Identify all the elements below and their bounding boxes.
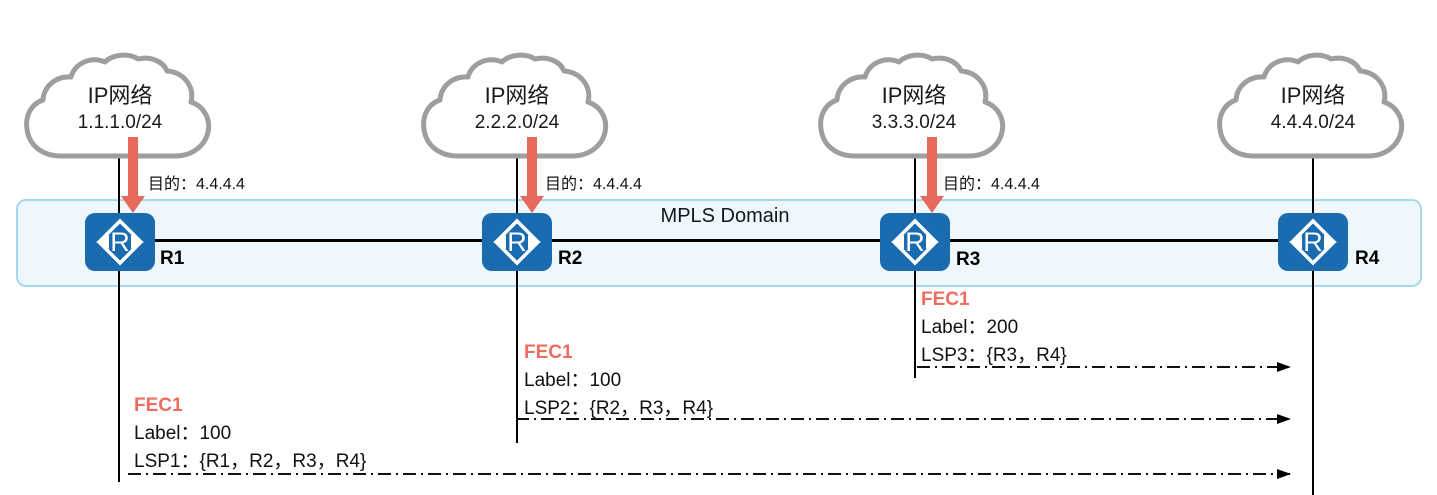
cloud-name: IP网络 (87, 83, 153, 108)
fec-name: FEC1 (524, 342, 573, 363)
cloud-subnet: 1.1.1.0/24 (77, 112, 163, 133)
fec-annotation-r3: FEC1 Label：200 LSP3：{R3，R4} (921, 286, 1067, 370)
router-icon-r2 (480, 211, 554, 273)
destination-label-r3: 目的：4.4.4.4 (943, 176, 1040, 193)
fec-lsp-path: LSP3：{R3，R4} (921, 345, 1067, 366)
cloud-label-3: IP网络 3.3.3.0/24 (819, 82, 1009, 136)
router-icon-r4 (1276, 211, 1350, 273)
fec-name: FEC1 (921, 289, 970, 310)
cloud-name: IP网络 (1280, 83, 1346, 108)
fec-annotation-r2: FEC1 Label：100 LSP2：{R2，R3，R4} (524, 339, 713, 423)
fec-label: Label：100 (524, 370, 622, 391)
mpls-domain-label: MPLS Domain (660, 205, 790, 227)
fec-name: FEC1 (134, 395, 183, 416)
fec-label: Label：200 (921, 317, 1019, 338)
router-label-r4: R4 (1355, 248, 1380, 269)
router-icon-r3 (878, 211, 952, 273)
cloud-name: IP网络 (484, 83, 550, 108)
cloud-name: IP网络 (881, 83, 947, 108)
fec-lsp-path: LSP1：{R1，R2，R3，R4} (134, 451, 367, 472)
cloud-subnet: 3.3.3.0/24 (871, 112, 957, 133)
fec-lsp-path: LSP2：{R2，R3，R4} (524, 398, 714, 419)
destination-label-r1: 目的：4.4.4.4 (148, 176, 245, 193)
cloud-label-1: IP网络 1.1.1.0/24 (25, 82, 215, 136)
destination-label-r2: 目的：4.4.4.4 (545, 176, 642, 193)
cloud-subnet: 2.2.2.0/24 (474, 112, 560, 133)
mpls-domain-band (16, 199, 1422, 287)
traffic-down-arrow-r3 (920, 137, 944, 213)
fec-label: Label：100 (134, 423, 232, 444)
fec-annotation-r1: FEC1 Label：100 LSP1：{R1，R2，R3，R4} (134, 392, 366, 476)
traffic-down-arrow-r2 (520, 137, 544, 213)
cloud-label-4: IP网络 4.4.4.0/24 (1218, 82, 1408, 136)
router-icon-r1 (83, 211, 157, 273)
router-label-r1: R1 (160, 248, 185, 269)
cloud-subnet: 4.4.4.0/24 (1270, 112, 1356, 133)
router-label-r3: R3 (956, 249, 981, 270)
router-label-r2: R2 (558, 248, 583, 269)
traffic-down-arrow-r1 (121, 137, 145, 213)
cloud-label-2: IP网络 2.2.2.0/24 (422, 82, 612, 136)
